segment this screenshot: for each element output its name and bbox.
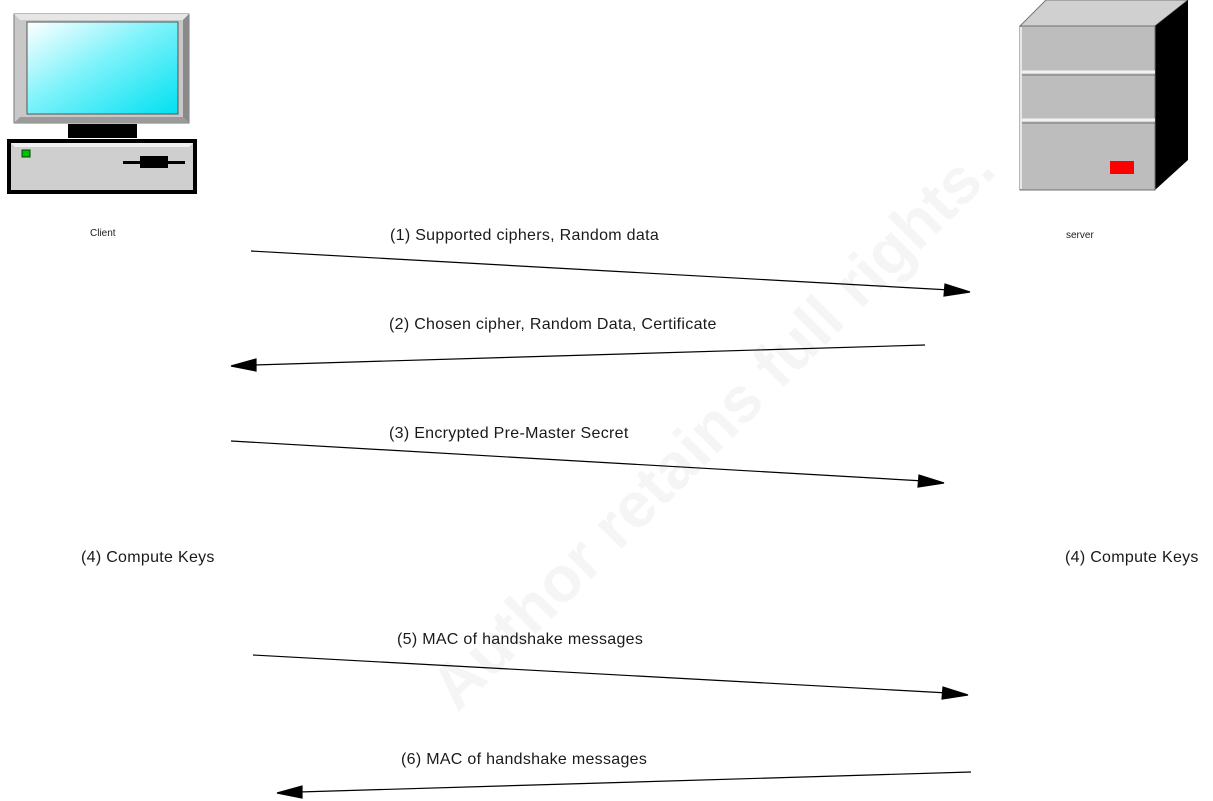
arrow-6 [277,772,971,798]
server-label: server [1066,230,1094,241]
client-label: Client [90,228,116,239]
message-2-label: (2) Chosen cipher, Random Data, Certific… [389,316,717,334]
arrow-2 [231,345,925,371]
arrow-3 [231,441,944,487]
server-led-icon [1110,161,1134,174]
message-1-label: (1) Supported ciphers, Random data [390,227,659,245]
message-6-label: (6) MAC of handshake messages [401,751,647,769]
arrow-1 [251,251,970,296]
message-3-label: (3) Encrypted Pre-Master Secret [389,425,629,443]
server-tower-icon [1020,0,1188,190]
power-led-icon [22,150,30,157]
arrow-5 [253,655,968,699]
client-compute-keys-label: (4) Compute Keys [81,549,215,567]
message-5-label: (5) MAC of handshake messages [397,631,643,649]
client-computer-icon [7,14,197,194]
server-compute-keys-label: (4) Compute Keys [1065,549,1199,567]
